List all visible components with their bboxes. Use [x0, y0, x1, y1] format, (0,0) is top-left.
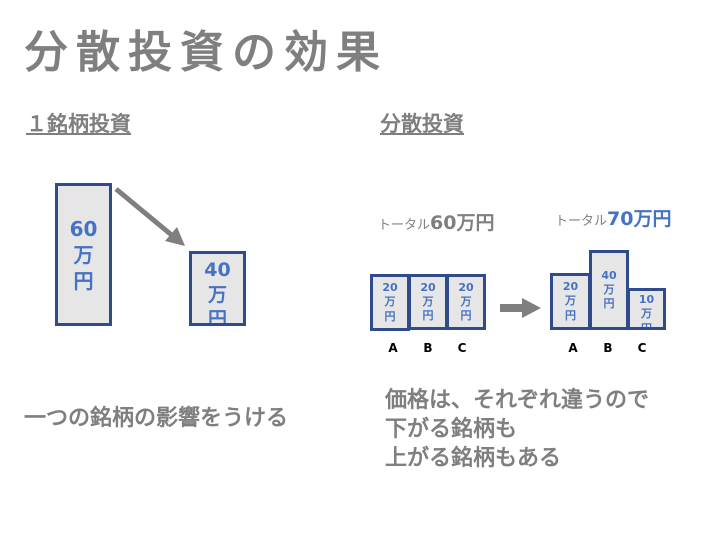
- label-b: B: [423, 341, 433, 355]
- label-b: B: [603, 341, 613, 355]
- right-arrow-icon: [500, 298, 541, 318]
- label-c: C: [637, 341, 647, 355]
- amount: 20: [420, 280, 436, 294]
- caption-line: 上がる銘柄もある: [385, 446, 562, 471]
- unit: 円: [565, 308, 576, 322]
- unit: 万: [565, 294, 576, 308]
- total-value: 70万円: [607, 208, 672, 230]
- total-prefix: トータル: [378, 218, 431, 233]
- single-caption: 一つの銘柄の影響をうける: [24, 406, 289, 431]
- label-a: A: [568, 341, 578, 355]
- unit: 万: [207, 283, 227, 306]
- amount: 40: [601, 268, 617, 282]
- amount: 20: [458, 280, 474, 294]
- before-total: トータル60万円: [378, 208, 494, 235]
- after-total: トータル70万円: [555, 204, 671, 231]
- label-a: A: [388, 341, 398, 355]
- unit: 円: [422, 309, 434, 323]
- amount: 20: [382, 281, 398, 295]
- diversified-heading: 分散投資: [380, 112, 464, 136]
- amount: 10: [638, 293, 655, 306]
- amount: 60: [69, 216, 98, 241]
- unit: 円: [460, 309, 472, 323]
- single-stock-heading: １銘柄投資: [26, 112, 131, 136]
- unit: 万: [422, 294, 434, 308]
- unit: 円: [207, 308, 227, 326]
- diversified-caption: 価格は、それぞれ違うので 下がる銘柄も 上がる銘柄もある: [385, 386, 649, 473]
- total-value: 60万円: [430, 212, 495, 234]
- unit: 万: [460, 294, 472, 308]
- unit: 万: [641, 307, 652, 321]
- down-arrow-icon: [114, 187, 185, 246]
- unit: 円: [641, 321, 652, 330]
- unit: 円: [73, 268, 94, 293]
- unit: 円: [603, 297, 615, 311]
- caption-line: 価格は、それぞれ違うので: [385, 388, 650, 413]
- slide-title: 分散投資の効果: [24, 27, 388, 78]
- label-c: C: [457, 341, 467, 355]
- amount: 20: [562, 280, 579, 294]
- unit: 円: [384, 309, 396, 323]
- unit: 万: [73, 242, 94, 267]
- amount: 40: [204, 259, 231, 281]
- total-prefix: トータル: [555, 214, 608, 229]
- unit: 万: [384, 295, 396, 309]
- caption-line: 下がる銘柄も: [385, 417, 518, 442]
- unit: 万: [603, 282, 615, 296]
